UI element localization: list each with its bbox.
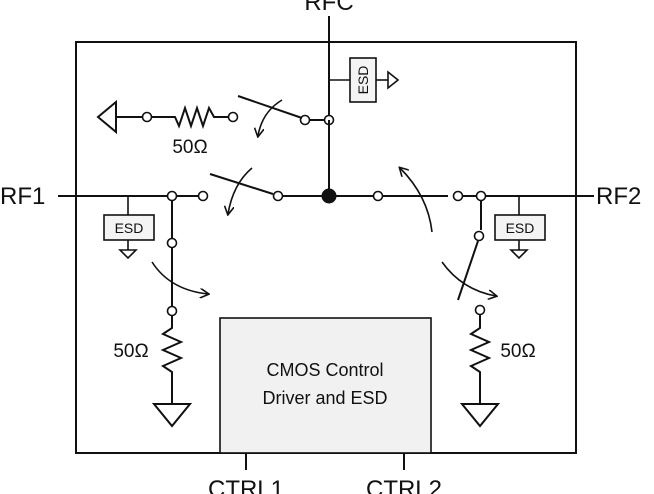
rf1-label: RF1 — [0, 183, 45, 210]
rf1-esd-ground-icon — [118, 249, 138, 260]
rf2-esd-ground-icon — [509, 249, 529, 260]
top-ground-icon — [96, 99, 117, 135]
rf2-shunt-contact — [474, 304, 486, 316]
rf1-shunt-node — [166, 237, 178, 249]
rf2-resistor-value: 50Ω — [500, 341, 535, 362]
rf1-series-blade — [209, 173, 274, 195]
rf2-node-left — [452, 190, 464, 202]
rfc-junction — [321, 188, 337, 204]
rfc-esd-label: ESD — [355, 66, 371, 95]
rf1-shunt-contact — [166, 305, 178, 317]
top-switch-arrow — [258, 99, 283, 136]
rf2-esd-box — [494, 214, 546, 241]
rf1-resistor-value: 50Ω — [113, 341, 148, 362]
rf2-series-contact — [372, 190, 384, 202]
ctrl1-label: CTRL1 — [208, 476, 284, 494]
ctrl2-label: CTRL2 — [366, 476, 442, 494]
top-resistor — [152, 104, 228, 130]
top-resistor-node-left — [141, 111, 153, 123]
rf2-resistor — [468, 315, 492, 404]
top-resistor-value: 50Ω — [172, 137, 207, 158]
rf1-ground-icon — [151, 403, 193, 428]
rf1-node — [166, 190, 178, 202]
rfc-shunt-contact — [299, 114, 311, 126]
rf2-series-arrow — [400, 168, 433, 233]
rf2-shunt-node — [473, 230, 485, 242]
rf2-shunt-arrow — [441, 261, 496, 296]
rf1-shunt-arrow — [151, 261, 208, 294]
rfc-esd-box — [349, 57, 377, 103]
rf1-esd-label: ESD — [115, 220, 144, 236]
cmos-control-line1: CMOS Control — [266, 360, 383, 380]
rf2-ground-icon — [459, 403, 501, 428]
rf2-esd-label: ESD — [506, 220, 535, 236]
top-resistor-node-right — [227, 111, 239, 123]
rf2-node — [475, 190, 487, 202]
rfc-label: RFC — [304, 0, 353, 16]
cmos-control-line2: Driver and ESD — [262, 388, 387, 408]
rfc-esd-ground-icon — [387, 70, 400, 90]
rf1-series-arrow — [228, 167, 253, 214]
rf1-esd-box — [103, 214, 155, 241]
rfc-shunt-blade — [237, 95, 303, 119]
rf1-resistor — [160, 316, 184, 404]
rf2-shunt-blade — [457, 240, 479, 301]
rf2-label: RF2 — [596, 183, 641, 210]
rf1-node-right — [197, 190, 209, 202]
rf1-series-contact — [272, 190, 284, 202]
cmos-control-block — [219, 317, 432, 454]
